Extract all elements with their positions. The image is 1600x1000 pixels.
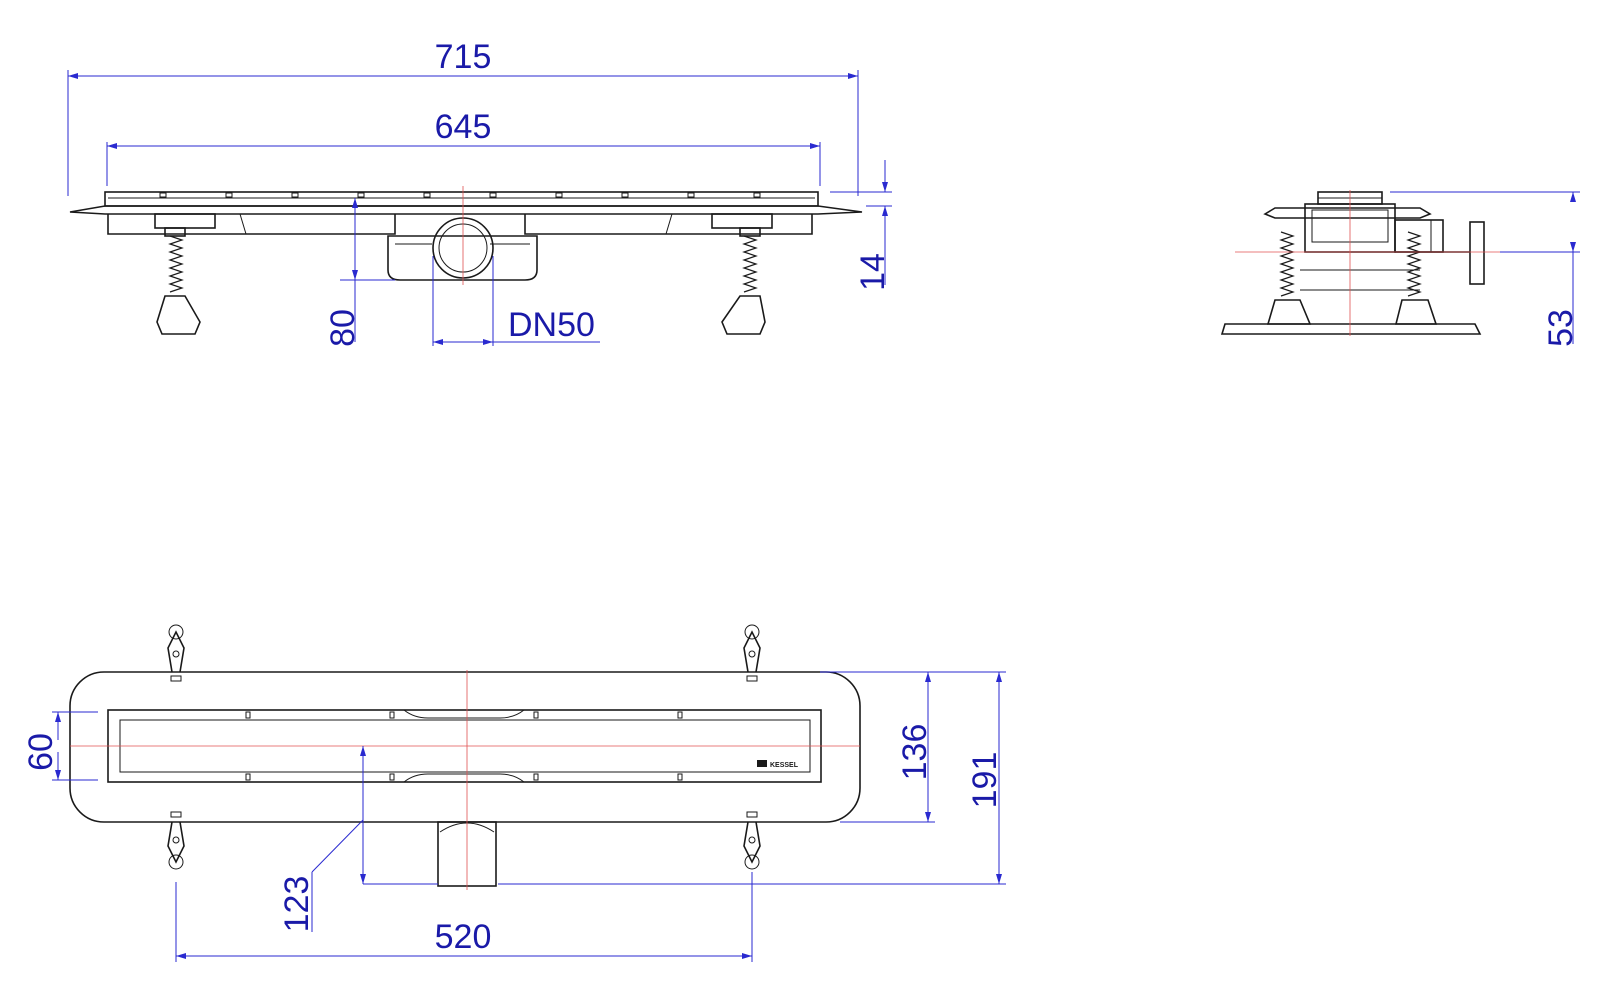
top-bracket-left-lower (167, 811, 185, 870)
dim-53: 53 (1542, 309, 1580, 347)
top-bracket-right-lower (743, 811, 761, 870)
top-bracket-left-upper (167, 624, 185, 682)
front-left-leveling-foot (154, 213, 216, 335)
front-view (69, 186, 863, 335)
dim-80: 80 (324, 309, 362, 347)
top-view: KESSEL (69, 624, 861, 890)
dim-136: 136 (896, 724, 934, 781)
side-view-dimensions: 53 (1390, 191, 1580, 347)
dim-645: 645 (435, 108, 492, 146)
front-right-leveling-foot (711, 213, 773, 335)
dim-60: 60 (22, 733, 60, 771)
dim-dn50: DN50 (508, 306, 595, 344)
side-view (1220, 190, 1505, 336)
dim-520: 520 (435, 918, 492, 956)
dim-715: 715 (435, 38, 492, 76)
svg-text:KESSEL: KESSEL (770, 762, 799, 769)
dim-123: 123 (278, 876, 316, 933)
dim-191: 191 (966, 752, 1004, 809)
top-bracket-right-upper (743, 624, 761, 682)
kessel-logo: KESSEL (757, 760, 799, 769)
dim-14: 14 (854, 253, 892, 291)
top-view-dimensions: 60 136 191 123 520 (22, 671, 1006, 962)
front-view-dimensions: 715 645 14 80 DN50 (67, 38, 892, 347)
